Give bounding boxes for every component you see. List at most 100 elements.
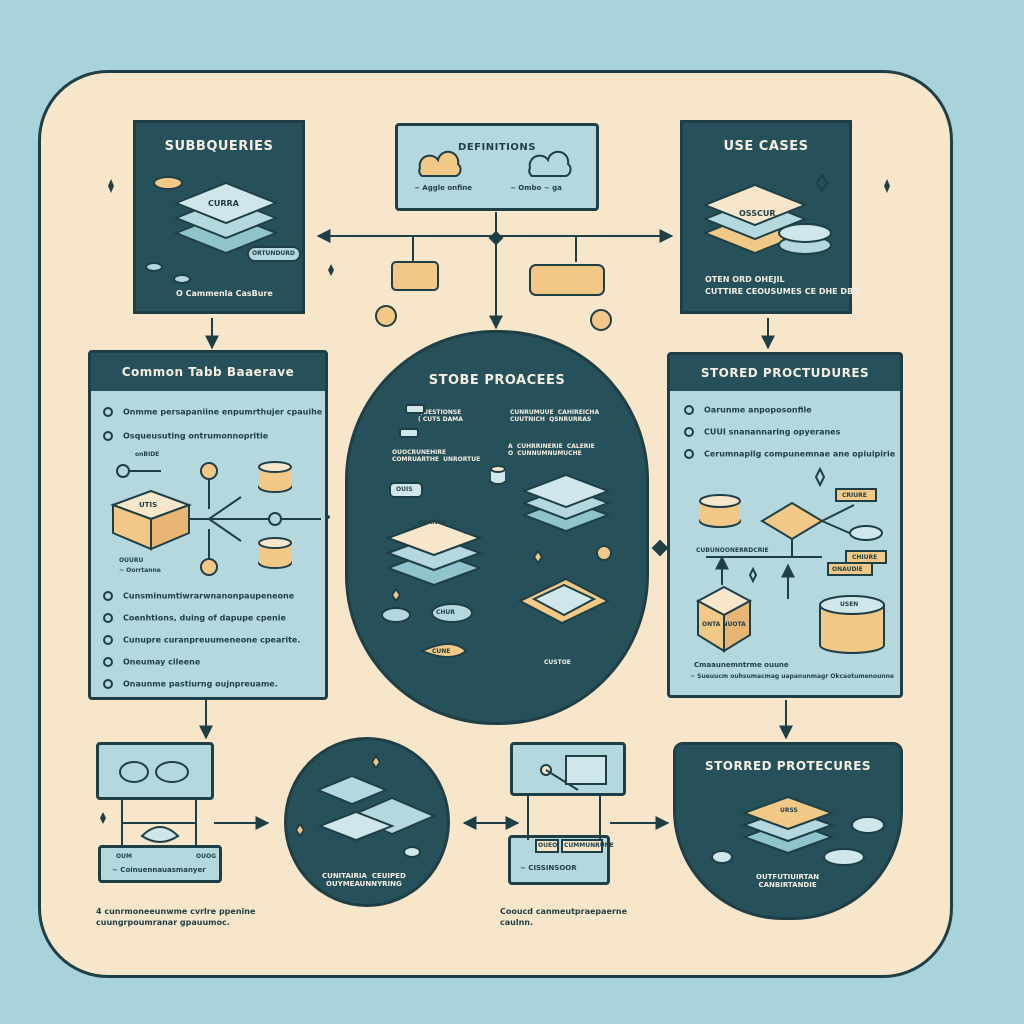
sparkle-icon — [390, 587, 402, 603]
stack-layer — [741, 795, 835, 831]
stored-bottom-caption: OUTFUTIUIRTAN CANBIRTANDIE — [756, 873, 820, 889]
stored-cyl-label: USEN — [840, 601, 859, 608]
card-icon — [391, 261, 439, 291]
cte-bullet: Cunupre curanpreuumeneone cpearite. — [103, 635, 300, 645]
sparkle-icon — [100, 812, 106, 824]
stored-tag-c: ONAUDIE — [832, 566, 863, 573]
pill-icon — [711, 850, 733, 864]
cte-bullet: Onaunme pastiurng oujnpreuame. — [103, 679, 278, 689]
bottom-left-caption-box — [98, 845, 222, 883]
card-icon — [529, 264, 605, 296]
stored-bottom-card-label: URSS — [780, 807, 798, 814]
node-icon — [116, 464, 130, 478]
cte-bottom-left-1: OUURU — [119, 557, 144, 564]
bottom3-caption: ~ CISSINSOOR — [520, 864, 577, 872]
disc-icon — [381, 607, 411, 623]
use-cases-title: USE CASES — [723, 139, 809, 154]
stored-procedures-title: STORED PROCTUDURES — [700, 366, 870, 380]
tag-shape — [835, 488, 877, 502]
sparkle-icon — [294, 822, 306, 838]
chip-icon — [399, 428, 419, 438]
cte-node-label: UTIS — [139, 501, 158, 509]
use-cases-caption-2: CUTTIRE CEOUSUMES CE DHE DBD — [705, 287, 860, 296]
tray-icon-inner — [531, 583, 597, 617]
disc-icon — [778, 223, 832, 243]
tag-shape — [247, 246, 301, 262]
disc-icon — [823, 848, 865, 866]
disc-icon — [431, 603, 473, 623]
bottom3-label-b: CUMMUNRUNE — [564, 842, 614, 849]
sparkle-icon — [532, 549, 544, 565]
stored-procedures-panel: STORED PROCTUDURES Oarunme anpoposonfile… — [667, 352, 903, 698]
stored-bullet: Oarunme anpoposonfile — [684, 405, 812, 415]
bottom-left-panel — [96, 742, 214, 800]
bottom-circle-caption: CUNITAIRIA CEUIPED OUYMEAUNNYRING — [322, 872, 406, 888]
cte-header: Common Tabb Baaerave — [121, 365, 295, 379]
pill-icon — [173, 274, 191, 284]
cte-illustration — [110, 461, 321, 576]
cloud-icon — [140, 826, 180, 843]
cloud-icon — [528, 150, 572, 177]
subqueries-title: SUBBQUERIES — [164, 139, 274, 154]
stored-header-bar — [670, 355, 900, 391]
use-cases-panel: USE CASES OSSCUR OTEN ORD OHEJIL CUTTIRE… — [680, 120, 860, 314]
stored-footer-2: ~ Sueuucm ouhsumacmag uapanunmagr Okcaot… — [690, 673, 894, 680]
store-left-top: QUESTIONSE ( CUTS DAMA — [418, 409, 463, 423]
disc-icon — [155, 761, 189, 783]
tag-shape — [389, 482, 423, 498]
stored-bullet: Cerumnapilg compunemnae ane opiuipirie — [684, 449, 895, 459]
sparkle-icon — [814, 466, 826, 488]
store-right-mid: A CUHRRINERIE CALERIE O CUNNUMNUMUCHE — [508, 443, 595, 457]
bottom1-caption: ~ Coinuennauasmanyer — [112, 866, 206, 874]
arrow-to-use-cases — [496, 236, 672, 262]
cloud-icon — [418, 150, 462, 177]
stored-footer-1: Cmaaunemntrme ouune — [694, 661, 789, 669]
subqueries-panel: SUBBQUERIES CURRA ORTUNDURD O Cammenla C… — [133, 120, 305, 314]
cte-bullet: Coenhtions, duing of dapupe cpenie — [103, 613, 286, 623]
use-cases-illustration — [702, 173, 832, 255]
use-cases-caption-1: OTEN ORD OHEJIL — [705, 275, 785, 284]
stored-bottom-illustration — [711, 795, 885, 866]
definitions-left-text: ~ Aggle onfine — [414, 184, 473, 192]
stored-procedures-bottom-panel: STORRED PROTECURES URSS OUTFUTIUIRTAN CA… — [673, 742, 903, 920]
tag-shape — [535, 839, 559, 853]
store-disc-2: CUNE — [432, 648, 451, 655]
store-tag-1: OUIS — [396, 486, 413, 493]
subqueries-card-label: CURRA — [208, 199, 239, 208]
definitions-title: DEFINITIONS — [458, 142, 536, 153]
subqueries-tag: ORTUNDURD — [252, 250, 295, 257]
stack-layer — [702, 183, 808, 227]
store-processes-title: STOBE PROACEES — [428, 373, 566, 388]
sparkle-icon — [884, 179, 890, 193]
cte-bottom-left-2: ~ Oorrtanne — [119, 567, 161, 574]
store-right-top: CUNRUMUUE CAHIREICHA CUUTNICH QSNRURRAS — [510, 409, 600, 423]
chip-icon — [405, 404, 425, 414]
cte-bullet: Cunsminumtiwrarwnanonpaupeneone — [103, 591, 294, 601]
sparkle-icon — [108, 179, 114, 193]
coin-icon — [596, 545, 612, 561]
sparkle-icon — [748, 566, 758, 584]
cte-bullet: Oneumay cileene — [103, 657, 200, 667]
store-disc-1: CHUR — [436, 609, 455, 616]
sparkle-icon — [328, 264, 334, 276]
definitions-panel: DEFINITIONS ~ Aggle onfine ~ Ombo ~ ga — [395, 123, 599, 211]
stored-cube-label: ONTA NUOTA — [702, 621, 746, 628]
stack-layer — [521, 473, 611, 509]
definitions-right-text: ~ Ombo ~ ga — [510, 184, 562, 192]
tag-shape — [827, 562, 873, 576]
arrow-to-subqueries — [318, 236, 496, 262]
disc-icon — [851, 816, 885, 834]
cte-side-label: onBIDE — [135, 451, 160, 458]
cte-panel: Common Tabb Baaerave Onmme persapaniine … — [88, 350, 328, 700]
stored-bottom-title: STORRED PROTECURES — [704, 759, 872, 773]
bottom3-label-a: OUEO — [538, 842, 558, 849]
bottom1-label-a: OUM — [116, 853, 132, 860]
coin-icon — [375, 305, 397, 327]
stored-tag-a: CRIURE — [842, 492, 867, 499]
pill-icon — [403, 846, 421, 858]
stored-mid-label: CUBUNOONERRDCRIE — [696, 547, 769, 554]
cube-icon-side — [150, 503, 190, 551]
